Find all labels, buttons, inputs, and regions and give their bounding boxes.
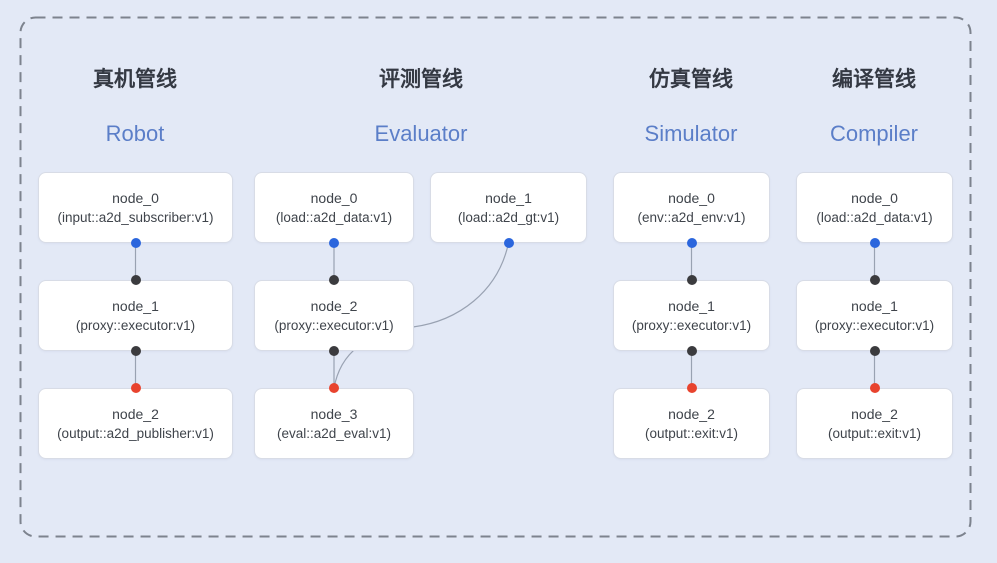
simulator-title-en: Simulator bbox=[644, 121, 738, 146]
node-name: node_0 bbox=[112, 189, 159, 206]
evaluator-node-2: node_2 (proxy::executor:v1) bbox=[254, 280, 414, 351]
node-type: (env::a2d_env:v1) bbox=[637, 209, 746, 225]
node-type: (proxy::executor:v1) bbox=[814, 317, 935, 333]
simulator-title-zh: 仿真管线 bbox=[649, 68, 733, 91]
node-name: node_1 bbox=[851, 297, 898, 314]
compiler-node-2: node_2 (output::exit:v1) bbox=[796, 388, 953, 459]
mid-port-dot bbox=[686, 346, 697, 356]
sink-port-dot bbox=[686, 383, 697, 393]
node-name: node_1 bbox=[112, 297, 159, 314]
evaluator-title-zh: 评测管线 bbox=[379, 68, 463, 91]
simulator-node-2: node_2 (output::exit:v1) bbox=[613, 388, 770, 459]
output-port-dot bbox=[869, 238, 880, 248]
robot-title-zh: 真机管线 bbox=[93, 68, 177, 91]
mid-port-dot bbox=[130, 346, 141, 356]
mid-port-dot bbox=[130, 275, 141, 285]
node-type: (output::exit:v1) bbox=[644, 425, 739, 441]
node-type: (eval::a2d_eval:v1) bbox=[276, 425, 392, 441]
node-name: node_3 bbox=[310, 405, 358, 422]
node-name: node_0 bbox=[668, 189, 715, 206]
node-name: node_2 bbox=[310, 297, 358, 314]
robot-node-1: node_1 (proxy::executor:v1) bbox=[38, 280, 233, 351]
node-type: (load::a2d_gt:v1) bbox=[457, 209, 560, 225]
mid-port-dot bbox=[869, 346, 880, 356]
node-type: (output::a2d_publisher:v1) bbox=[57, 425, 214, 441]
sink-port-dot bbox=[329, 383, 339, 393]
node-type: (proxy::executor:v1) bbox=[274, 317, 394, 333]
mid-port-dot bbox=[869, 275, 880, 285]
mid-port-dot bbox=[329, 346, 339, 356]
simulator-node-0: node_0 (env::a2d_env:v1) bbox=[613, 172, 770, 243]
node-type: (proxy::executor:v1) bbox=[75, 317, 196, 333]
node-name: node_1 bbox=[668, 297, 715, 314]
evaluator-node-0: node_0 (load::a2d_data:v1) bbox=[254, 172, 414, 243]
compiler-title-zh: 编译管线 bbox=[832, 68, 916, 91]
output-port-dot bbox=[329, 238, 339, 248]
output-port-dot bbox=[130, 238, 141, 248]
node-name: node_2 bbox=[112, 405, 159, 422]
node-type: (load::a2d_data:v1) bbox=[275, 209, 393, 225]
mid-port-dot bbox=[329, 275, 339, 285]
evaluator-node-1: node_1 (load::a2d_gt:v1) bbox=[430, 172, 587, 243]
node-type: (proxy::executor:v1) bbox=[631, 317, 752, 333]
node-name: node_2 bbox=[851, 405, 898, 422]
compiler-node-1: node_1 (proxy::executor:v1) bbox=[796, 280, 953, 351]
sink-port-dot bbox=[130, 383, 141, 393]
node-name: node_0 bbox=[310, 189, 358, 206]
evaluator-node-3: node_3 (eval::a2d_eval:v1) bbox=[254, 388, 414, 459]
node-name: node_1 bbox=[485, 189, 532, 206]
node-type: (load::a2d_data:v1) bbox=[816, 209, 933, 225]
compiler-node-0: node_0 (load::a2d_data:v1) bbox=[796, 172, 953, 243]
mid-port-dot bbox=[686, 275, 697, 285]
robot-node-0: node_0 (input::a2d_subscriber:v1) bbox=[38, 172, 233, 243]
node-type: (input::a2d_subscriber:v1) bbox=[57, 209, 214, 225]
dashed-border bbox=[19, 16, 972, 538]
node-type: (output::exit:v1) bbox=[827, 425, 922, 441]
sink-port-dot bbox=[869, 383, 880, 393]
output-port-dot bbox=[686, 238, 697, 248]
compiler-title-en: Compiler bbox=[829, 121, 919, 146]
node-name: node_2 bbox=[668, 405, 715, 422]
evaluator-title-en: Evaluator bbox=[374, 121, 468, 146]
simulator-node-1: node_1 (proxy::executor:v1) bbox=[613, 280, 770, 351]
robot-node-2: node_2 (output::a2d_publisher:v1) bbox=[38, 388, 233, 459]
output-port-dot bbox=[503, 238, 514, 248]
robot-title-en: Robot bbox=[105, 121, 165, 146]
node-name: node_0 bbox=[851, 189, 898, 206]
